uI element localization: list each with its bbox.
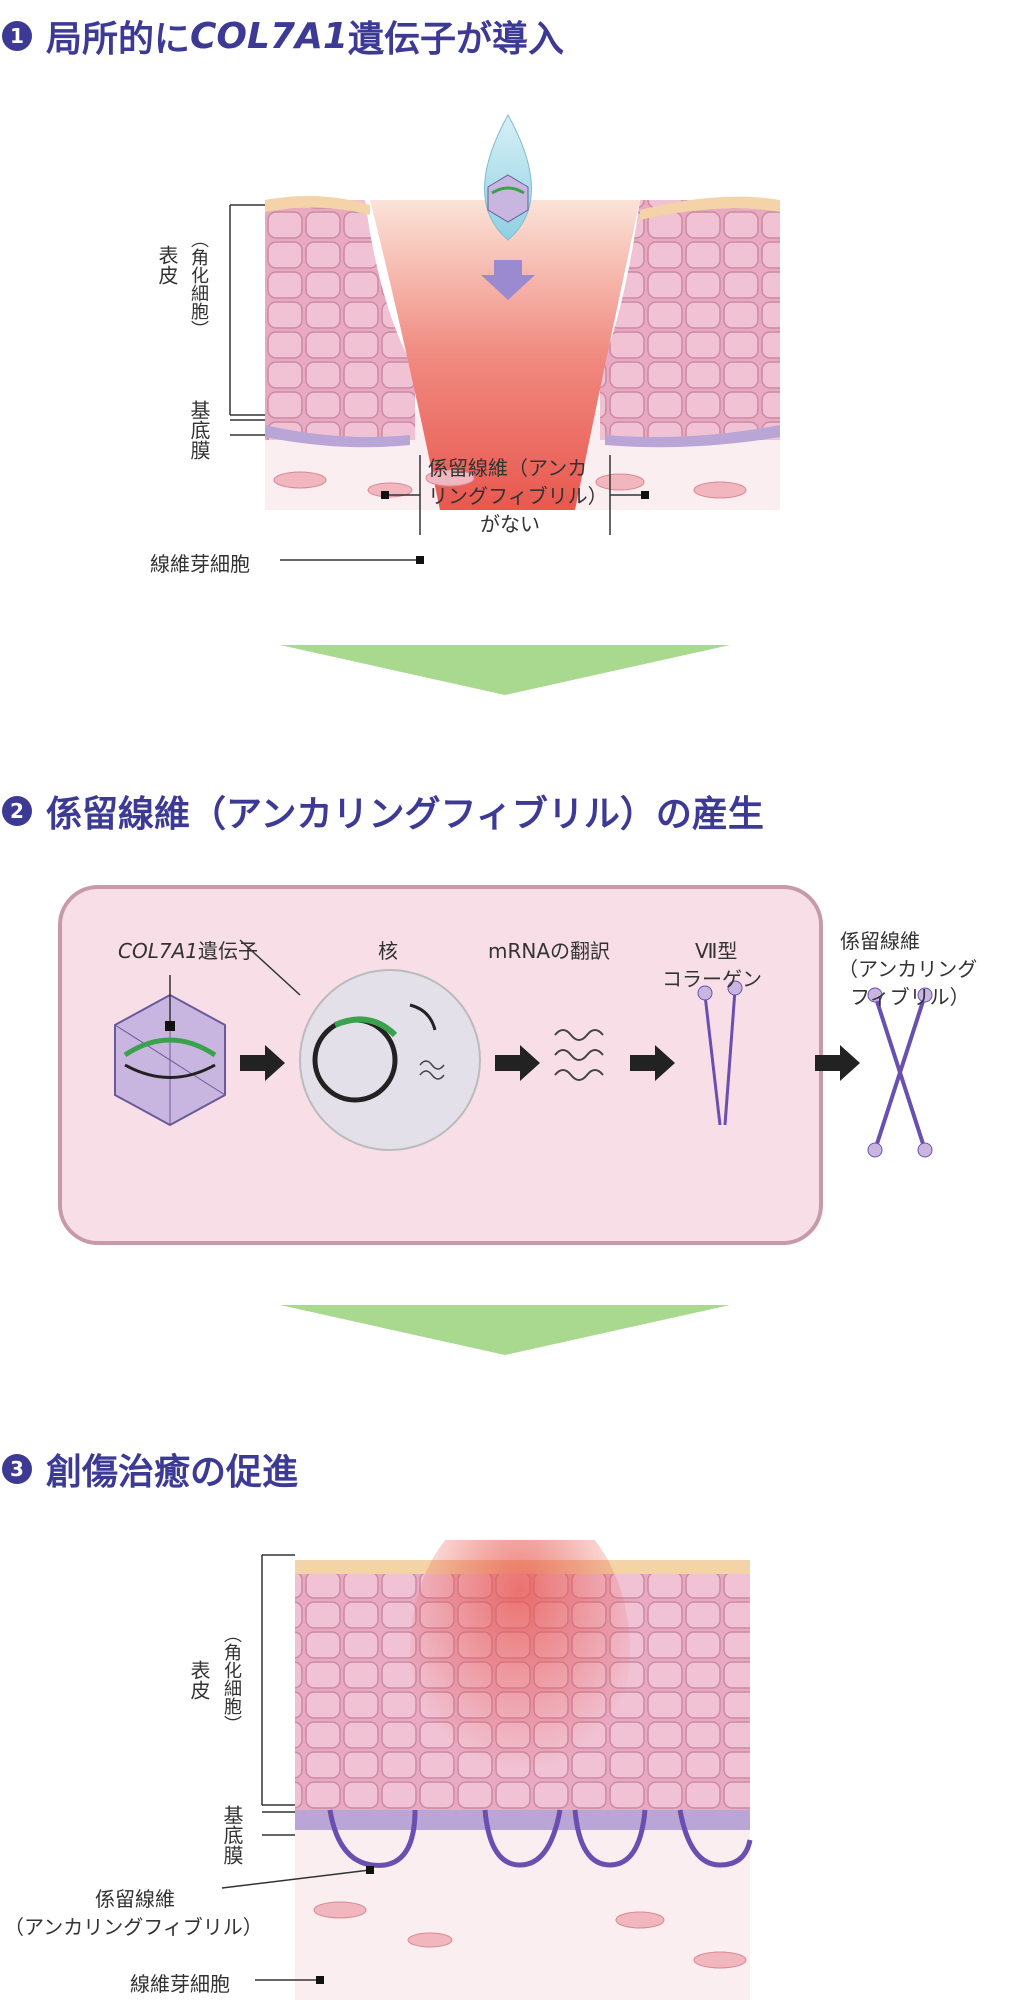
- epidermis-label: 表皮: [155, 245, 179, 285]
- production-illustration: [114, 939, 933, 1158]
- gene-label: COL7A1遺伝子: [118, 935, 258, 964]
- mrna-icon: [554, 1029, 604, 1041]
- arrow-icon-3: [630, 1045, 675, 1081]
- basement-membrane-label: 基底膜: [187, 400, 211, 460]
- collagen-label-line2: コラーゲン: [662, 967, 762, 991]
- basement-membrane: [295, 1810, 750, 1830]
- right-basement-membrane: [605, 425, 780, 448]
- right-epidermis: [600, 200, 780, 440]
- step-arrow-1: [280, 645, 730, 695]
- step-arrow-2: [280, 1305, 730, 1355]
- fibril-label-line1: 係留線維: [840, 929, 920, 953]
- section3-title-text: 創傷治癒の促進: [46, 1452, 299, 1493]
- section2-title: 2 係留線維（アンカリングフィブリル）の産生: [0, 785, 764, 837]
- step1-badge: 1: [2, 21, 32, 51]
- section3-title: 3 創傷治癒の促進: [0, 1443, 298, 1495]
- fibril-label-line3: フィブリル）: [850, 985, 970, 1009]
- aav-vector-icon: [487, 174, 529, 223]
- no-fibril-label-line1: 係留線維（アンカ: [428, 456, 588, 480]
- arrow-icon-1: [240, 1045, 285, 1081]
- collagen-icon: [703, 994, 722, 1126]
- dermis-healed: [295, 1830, 750, 2000]
- section1-title-gene: COL7A1: [190, 15, 348, 57]
- left-epidermis: [265, 200, 415, 440]
- collagen-label-line1: Ⅶ型: [695, 939, 738, 963]
- healing-area: [410, 1540, 630, 1800]
- section1-title: 1 局所的に COL7A1 遺伝子が導入: [0, 10, 564, 62]
- step3-badge: 3: [2, 1454, 32, 1484]
- fibril-label-3-line1: 係留線維: [95, 1887, 175, 1911]
- fibroblast-label: 線維芽細胞: [150, 552, 250, 576]
- nucleus-label: 核: [378, 939, 398, 963]
- anchoring-fibril-loop: [327, 1809, 418, 1868]
- epidermis-label-3: 表皮: [187, 1660, 211, 1700]
- no-fibril-label-line3: がない: [480, 512, 540, 536]
- epidermis-sub-label-3: （角化細胞）: [221, 1625, 242, 1733]
- section2-title-text: 係留線維（アンカリングフィブリル）の産生: [46, 794, 764, 835]
- basement-membrane-label-3: 基底膜: [220, 1805, 244, 1865]
- section1-title-part1: 局所的に: [46, 19, 191, 60]
- fibril-label-line2: （アンカリング: [838, 957, 978, 981]
- arrow-icon-2: [495, 1045, 540, 1081]
- epidermis-sub-label: （角化細胞）: [188, 230, 209, 338]
- gene-label-suffix: 遺伝子: [197, 939, 258, 963]
- left-basement-membrane: [265, 425, 410, 448]
- arrow-icon-4: [815, 1045, 860, 1081]
- fibril-label-3-line2: （アンカリングフィブリル）: [4, 1915, 263, 1939]
- step2-badge: 2: [2, 796, 32, 826]
- section1-title-part2: 遺伝子が導入: [347, 19, 564, 60]
- fibroblast-label-3: 線維芽細胞: [130, 1972, 230, 1996]
- wound-cavity: [370, 200, 640, 510]
- delivery-arrow-icon: [481, 260, 535, 300]
- translation-label: mRNAの翻訳: [488, 939, 611, 963]
- no-fibril-label-line2: リングフィブリル）: [428, 484, 608, 508]
- gene-label-italic: COL7A1: [118, 939, 198, 963]
- nucleus-icon: [299, 969, 481, 1151]
- healing-illustration: [221, 1540, 753, 2000]
- wound-illustration: [229, 113, 780, 564]
